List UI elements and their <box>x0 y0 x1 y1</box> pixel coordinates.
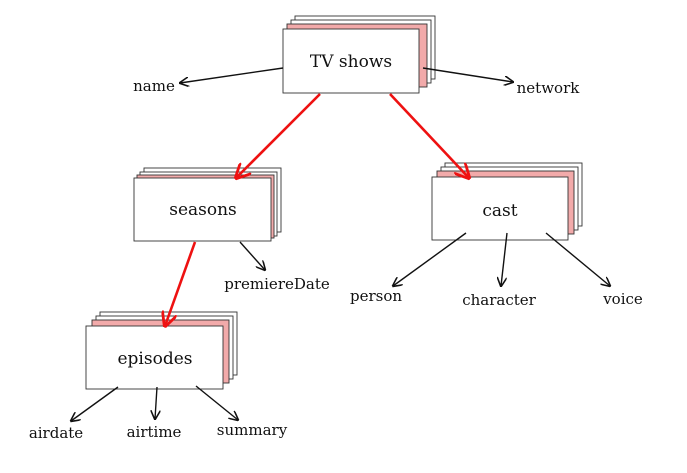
leaf-person: person <box>350 287 402 305</box>
edge-seasons-to-premiere-date <box>239 241 265 270</box>
leaf-voice: voice <box>602 290 643 308</box>
edge-tv-shows-to-seasons <box>236 93 321 178</box>
tv-shows-label: TV shows <box>310 52 392 72</box>
cast-label: cast <box>482 201 517 221</box>
leaf-summary: summary <box>217 421 288 439</box>
edge-episodes-to-airtime <box>155 386 157 419</box>
edge-tv-shows-to-network <box>422 67 513 82</box>
edge-cast-to-voice <box>545 232 610 286</box>
edge-cast-to-character <box>501 232 508 286</box>
leaf-name: name <box>133 77 175 95</box>
tv-shows-node: TV shows <box>282 15 436 94</box>
leaf-network: network <box>517 79 581 97</box>
seasons-node: seasons <box>133 167 282 242</box>
episodes-label: episodes <box>117 349 192 369</box>
edge-cast-to-person <box>393 232 467 286</box>
leaf-premiere-date: premiereDate <box>224 275 330 293</box>
edge-episodes-to-airdate <box>71 386 119 421</box>
episodes-node: episodes <box>85 311 238 390</box>
edge-episodes-to-summary <box>195 385 238 420</box>
cast-node: cast <box>431 162 583 241</box>
leaf-character: character <box>462 291 536 309</box>
seasons-label: seasons <box>169 200 237 220</box>
edge-tv-shows-to-cast <box>389 93 469 178</box>
leaf-airtime: airtime <box>127 423 182 441</box>
episodes-box <box>85 325 224 390</box>
cast-box <box>431 176 569 241</box>
leaf-airdate: airdate <box>29 424 83 442</box>
edge-tv-shows-to-name <box>180 67 284 83</box>
tv-shows-box <box>282 28 420 94</box>
edge-seasons-to-episodes <box>165 241 197 326</box>
seasons-box <box>133 177 272 242</box>
